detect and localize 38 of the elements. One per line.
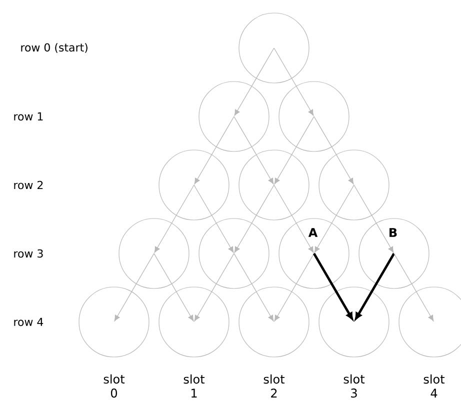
row-label: row 1 xyxy=(14,112,43,121)
arrow xyxy=(314,184,354,253)
peg-circle xyxy=(158,150,230,220)
node-label: slot 3 xyxy=(344,374,365,398)
peg-circle xyxy=(278,81,350,152)
peg-circle xyxy=(198,81,270,152)
arrow xyxy=(274,116,314,184)
node-label: slot 1 xyxy=(184,374,205,398)
node-label: slot 4 xyxy=(424,374,445,398)
arrow xyxy=(114,253,154,322)
peg-circle xyxy=(238,12,310,84)
arrow xyxy=(154,253,194,322)
arrow xyxy=(274,184,314,253)
peg-circle xyxy=(318,150,390,220)
row-label: row 2 xyxy=(14,180,43,190)
node-label: slot 0 xyxy=(104,374,125,398)
arrow xyxy=(234,253,274,322)
arrow xyxy=(194,253,234,322)
arrow xyxy=(194,184,234,253)
arrow xyxy=(312,252,354,320)
arrow xyxy=(274,253,314,322)
arrow xyxy=(274,48,314,116)
row-label: row 3 xyxy=(14,249,43,258)
peg-circle xyxy=(198,218,270,289)
node-label: slot 2 xyxy=(264,374,285,398)
arrow xyxy=(194,116,234,184)
row-label: row 4 xyxy=(14,318,44,326)
arrow xyxy=(394,253,434,322)
arrow xyxy=(234,116,274,184)
arrow xyxy=(154,184,194,253)
arrow xyxy=(354,252,396,320)
peg-circle xyxy=(118,218,190,289)
peg-circle xyxy=(238,150,310,220)
arrow xyxy=(234,184,274,253)
row-label: row 0 (start) xyxy=(21,43,88,53)
arrow xyxy=(314,116,354,184)
arrow xyxy=(354,184,394,253)
arrow xyxy=(234,48,274,116)
